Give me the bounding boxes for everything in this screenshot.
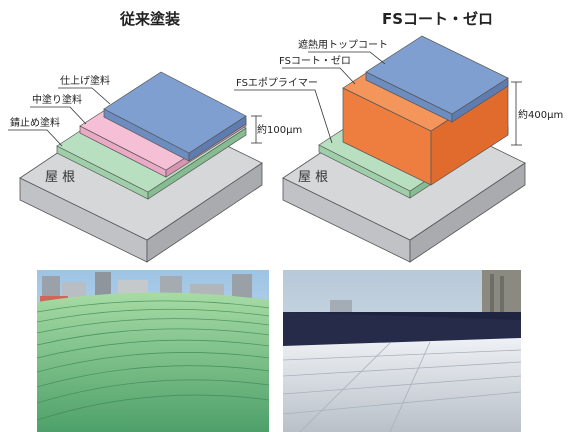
right-leader-fscoat — [282, 67, 356, 85]
left-leader-midcoat — [30, 106, 87, 125]
left-label-rust: 錆止め塗料 — [10, 116, 60, 129]
right-label-topcoat: 遮熱用トップコート — [298, 38, 388, 51]
white-coated-roof-photo — [283, 270, 521, 432]
left-thickness-label: 約100μm — [257, 123, 302, 136]
left-label-midcoat: 中塗り塗料 — [32, 93, 82, 106]
left-leader-rust — [8, 129, 63, 147]
left-topcoat-top — [103, 71, 247, 154]
left-diagram: 仕上げ塗料 中塗り塗料 錆止め塗料 約100μm 屋 根 — [8, 71, 302, 263]
left-leader-finish — [58, 87, 111, 105]
right-leader-primer — [234, 89, 333, 144]
left-label-finish: 仕上げ塗料 — [60, 74, 110, 87]
left-title: 従来塗装 — [120, 10, 181, 28]
right-label-fscoat: FSコート・ゼロ — [279, 55, 351, 67]
green-metal-roof-photo — [37, 270, 269, 432]
right-topcoat-top — [365, 35, 509, 115]
right-roof-label: 屋 根 — [298, 170, 328, 185]
left-roof-label: 屋 根 — [45, 170, 75, 185]
right-leader-topcoat — [308, 51, 386, 65]
right-diagram: 遮熱用トップコート FSコート・ゼロ FSエポプライマー 約400μm 屋 根 — [234, 35, 563, 263]
right-label-primer: FSエポプライマー — [236, 77, 318, 89]
right-thickness-label: 約400μm — [518, 108, 563, 121]
right-title: FSコート・ゼロ — [382, 10, 494, 28]
